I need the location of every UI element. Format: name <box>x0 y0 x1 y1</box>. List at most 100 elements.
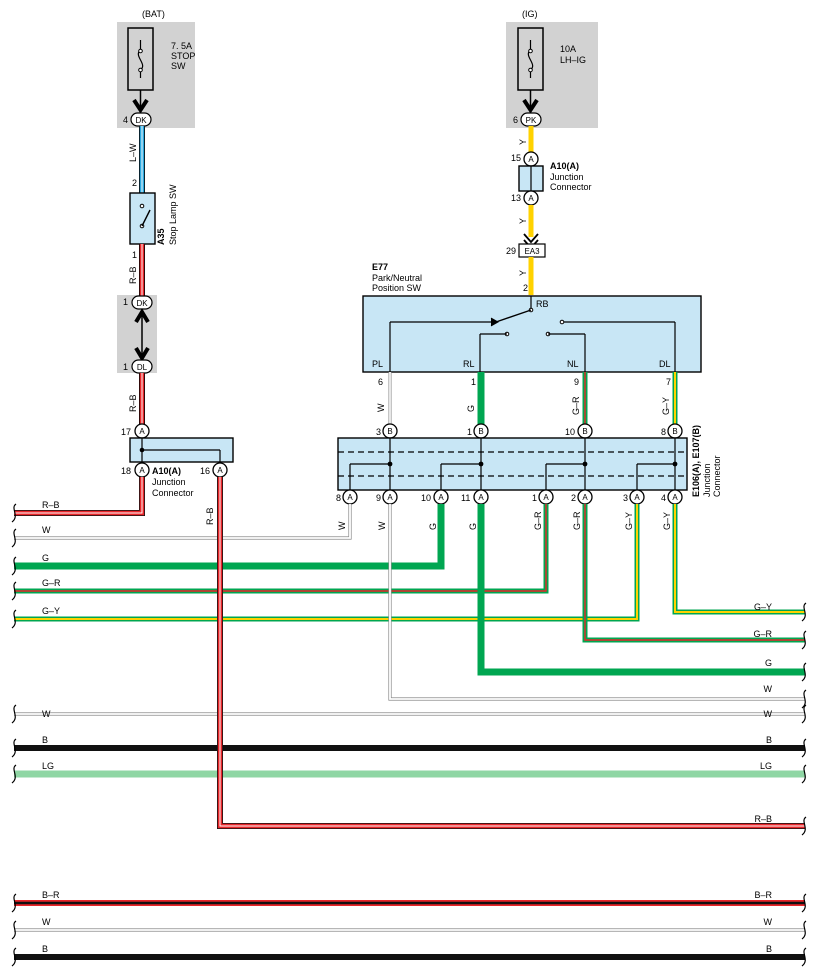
bus-right-label-6: LG <box>760 761 772 771</box>
wire-break-right-1 <box>801 630 807 650</box>
bus-left-label-1: W <box>42 525 51 535</box>
bus-left-g-r <box>14 504 549 594</box>
e106-bottom-pin-3-code: A <box>634 493 640 502</box>
jc-e106-name2: Connector <box>712 455 722 497</box>
lh-ig-fuse-rating: 10A <box>560 44 576 54</box>
bus-right-label-2: G <box>765 658 772 668</box>
wire-break-left-9 <box>11 920 17 940</box>
bus-right-label-0: G–Y <box>754 602 772 612</box>
pnp-pin-rl: 1 <box>471 377 476 387</box>
bus-right-g-r <box>582 504 805 643</box>
e106-bottom-wire-label-1: W <box>377 521 387 530</box>
e106-top-pin-number-10: 10 <box>565 427 575 437</box>
dk-pin-top-number: 1 <box>123 297 128 307</box>
bus-left-label-3: G–R <box>42 578 61 588</box>
wire-break-left-3 <box>11 581 17 601</box>
e106-top-pin-number-1: 1 <box>467 427 472 437</box>
e106-bottom-pin-10-code: A <box>438 493 444 502</box>
bus-left-label-2: G <box>42 553 49 563</box>
lh-ig-fuse <box>517 27 544 91</box>
dk-connector-code: DK <box>135 116 147 125</box>
dl-connector-code: DL <box>137 363 148 372</box>
jc-left-code: A10(A) <box>152 466 181 476</box>
wire-break-right-5 <box>801 738 807 758</box>
pnp-wire-label-nl: G–R <box>571 396 581 415</box>
dk-pin-number: 4 <box>123 115 128 125</box>
e106-top-pin-10-code: B <box>582 427 587 436</box>
bus-right-label-5: B <box>766 735 772 745</box>
bus-right-label-10: B <box>766 944 772 954</box>
e106-bottom-wire-label-0: W <box>337 521 347 530</box>
jc-e106-internal-wiring <box>349 438 678 490</box>
pnp-wire-label-pl: W <box>376 403 386 412</box>
e106-top-pin-8-code: B <box>672 427 677 436</box>
jc-right-pin-bottom-number: 13 <box>511 193 521 203</box>
wire-y-label-c: Y <box>518 270 528 276</box>
bus-left-label-5: W <box>42 709 51 719</box>
bus-right-label-9: W <box>764 917 773 927</box>
bus-left-label-0: R–B <box>42 500 60 510</box>
chevron-down-icon <box>522 98 539 114</box>
bus-right-r-b <box>217 477 805 829</box>
e106-bottom-pin-number-3: 3 <box>623 493 628 503</box>
jc-left-name2: Connector <box>152 488 194 498</box>
ig-fuse-area <box>506 22 598 128</box>
chevron-down-icon <box>134 346 150 362</box>
e106-bottom-pin-number-4: 4 <box>661 493 666 503</box>
jc-left-pin-top-code: A <box>139 427 145 436</box>
e106-bottom-pin-8-code: A <box>347 493 353 502</box>
jc-left-pin-br-code: A <box>217 466 223 475</box>
branch-wires <box>14 477 805 701</box>
jc-left-pin-bl-code: A <box>139 466 145 475</box>
pnp-terminal-rl: RL <box>463 359 475 369</box>
pnp-wire-label-dl: G–Y <box>661 397 671 415</box>
e106-bottom-wire-label-7: G–Y <box>662 512 672 530</box>
e106-bottom-pin-9-code: A <box>387 493 393 502</box>
e106-bottom-pin-number-1: 1 <box>532 493 537 503</box>
pnp-name2: Position SW <box>372 283 422 293</box>
bus-left-label-6: B <box>42 735 48 745</box>
jc-left-name1: Junction <box>152 477 186 487</box>
bus-right-g-y <box>672 504 805 615</box>
jc-left-wire-out-label: R–B <box>205 507 215 525</box>
e106-bottom-pin-number-2: 2 <box>571 493 576 503</box>
jc-right-name1: Junction <box>550 172 584 182</box>
pnp-pin-in: 2 <box>523 283 528 293</box>
wire-l-w-label: L–W <box>128 143 138 162</box>
wire-break-left-2 <box>11 556 17 576</box>
dl-pin-number: 1 <box>123 362 128 372</box>
pnp-pin-dl: 7 <box>666 377 671 387</box>
pk-pin-number: 6 <box>513 115 518 125</box>
e106-bottom-pin-2-code: A <box>582 493 588 502</box>
jc-left-pin-br-number: 16 <box>200 466 210 476</box>
bus-right-g <box>477 504 805 676</box>
chevron-down-icon <box>132 98 149 114</box>
e106-bottom-wire-label-2: G <box>428 523 438 530</box>
bus-right-label-4: W <box>764 709 773 719</box>
bus-right-label-3: W <box>764 684 773 694</box>
bus-right-label-1: G–R <box>753 629 772 639</box>
wire-break-right-4 <box>801 704 807 724</box>
pnp-terminal-pl: PL <box>372 359 383 369</box>
ea3-connector-code: EA3 <box>524 247 540 256</box>
jc-right-pin-bottom-code: A <box>528 194 534 203</box>
wire-r-b-label-a: R–B <box>128 266 138 284</box>
jc-e106-name1: Junction <box>702 463 712 497</box>
e106-top-pin-1-code: B <box>478 427 483 436</box>
wire-break-right-3 <box>801 689 807 709</box>
pnp-pin-nl: 9 <box>574 377 579 387</box>
bus-right-label-7: R–B <box>754 814 772 824</box>
wire-break-left-4 <box>11 609 17 629</box>
stop-lamp-pin-top: 2 <box>132 178 137 188</box>
lh-ig-fuse-name: LH–IG <box>560 55 586 65</box>
bus-wires <box>14 477 805 960</box>
chevron-up-icon <box>134 308 150 324</box>
jc-right-pin-top-number: 15 <box>511 153 521 163</box>
jc-right-pin-top-code: A <box>528 155 534 164</box>
jc-left-pin-top-number: 17 <box>121 427 131 437</box>
